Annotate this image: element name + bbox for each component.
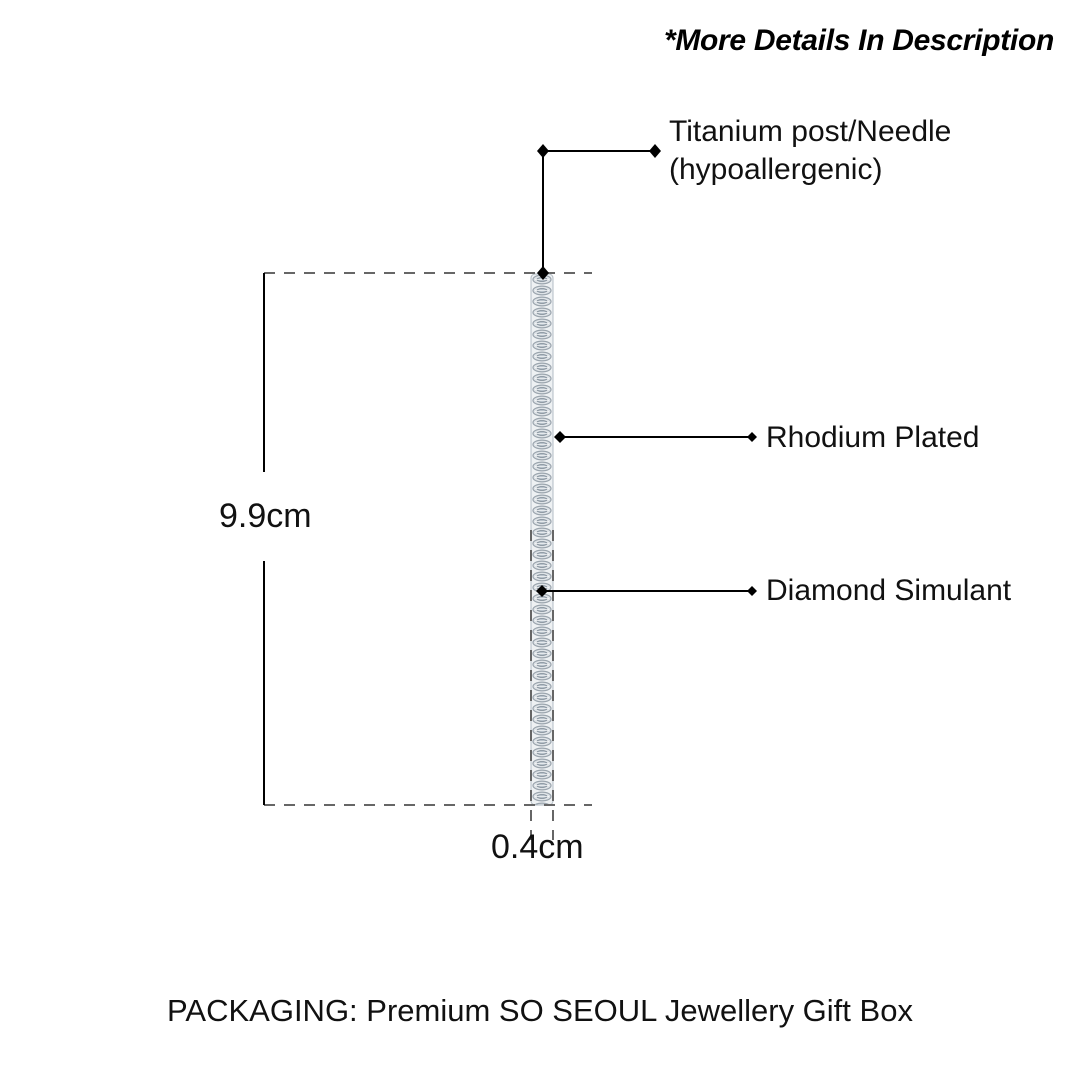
diamond-marker-icon bbox=[554, 431, 566, 443]
height-dimension-label: 9.9cm bbox=[219, 497, 312, 535]
callout-diamond-simulant bbox=[536, 585, 757, 597]
packaging-info: PACKAGING: Premium SO SEOUL Jewellery Gi… bbox=[167, 993, 913, 1028]
diamond-marker-icon bbox=[537, 144, 549, 158]
diamond-marker-icon bbox=[537, 266, 549, 280]
width-dimension-label: 0.4cm bbox=[491, 828, 584, 866]
label-rhodium-plated: Rhodium Plated bbox=[766, 421, 980, 454]
label-titanium-line1: Titanium post/Needle bbox=[669, 115, 952, 148]
callout-rhodium-plated bbox=[554, 431, 757, 443]
label-titanium-line2: (hypoallergenic) bbox=[669, 153, 883, 187]
more-details-note: *More Details In Description bbox=[663, 24, 1054, 57]
diamond-marker-icon bbox=[747, 586, 757, 596]
diamond-marker-icon bbox=[649, 144, 661, 158]
diamond-marker-icon bbox=[536, 585, 548, 597]
callout-titanium-post bbox=[537, 144, 661, 280]
label-diamond-simulant: Diamond Simulant bbox=[766, 574, 1012, 607]
label-titanium-post: Titanium post/Needle (hypoallergenic) bbox=[669, 113, 951, 189]
diamond-marker-icon bbox=[747, 432, 757, 442]
earring-chain bbox=[530, 273, 554, 806]
